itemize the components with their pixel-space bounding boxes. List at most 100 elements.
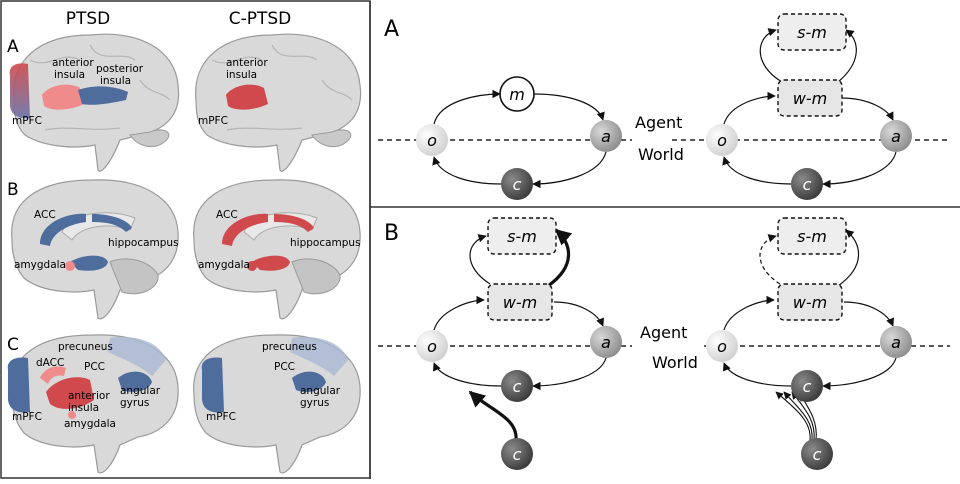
brain-b-ptsd: ACC hippocampus amygdala: [11, 179, 179, 320]
section-a-letter: A: [384, 17, 399, 42]
node-sm: [487, 217, 557, 255]
cerebellum: [129, 129, 170, 148]
precuneus-region: [290, 336, 348, 376]
angular-gyrus-region: [292, 371, 326, 392]
edge-wm-to-a: [840, 97, 894, 121]
node-o: [706, 124, 738, 156]
edge-o-to-wm: [723, 295, 775, 331]
label-amygdala: amygdala: [64, 418, 116, 430]
cerebellum: [311, 129, 352, 148]
brain-b-cptsd: ACC hippocampus amygdala: [193, 179, 361, 320]
anterior-insula-region: [42, 84, 84, 110]
label-hippocampus: hippocampus: [290, 237, 361, 249]
edge-wm-to-a: [553, 301, 604, 327]
acc-region: [40, 213, 86, 246]
node-a: [880, 326, 912, 358]
edge-external-c-2: [783, 391, 813, 441]
row-letter-c: C: [7, 335, 19, 355]
edge-a-to-c: [532, 357, 607, 391]
node-o: [706, 330, 738, 362]
label-anterior: anterior: [226, 57, 268, 69]
edge-o-to-m: [433, 89, 501, 125]
label-insula: insula: [68, 402, 99, 414]
label-insula: insula: [54, 69, 85, 81]
node-c-external-label: c: [513, 445, 522, 464]
label-pcc: PCC: [84, 361, 105, 373]
brain-c-ptsd: precuneus dACC PCC anterior insula angul…: [7, 334, 179, 474]
node-a: [590, 120, 622, 152]
label-precuneus: precuneus: [58, 341, 113, 353]
header-cptsd: C-PTSD: [229, 9, 292, 29]
label-hippocampus: hippocampus: [108, 237, 179, 249]
node-wm: [777, 79, 843, 117]
edge-m-to-a: [533, 93, 605, 121]
node-a-label: a: [601, 127, 611, 146]
node-wm-label: w-m: [793, 293, 827, 312]
label-angular: angular: [120, 385, 161, 397]
label-mpfc: mPFC: [206, 411, 236, 423]
node-sm-label: s-m: [507, 227, 537, 246]
brain-panel: PTSD C-PTSD A B C anterior insula poster…: [0, 0, 371, 479]
mpfc-region: [9, 63, 31, 119]
node-sm: [777, 217, 847, 255]
node-m-label: m: [509, 85, 525, 104]
node-c-external-label: c: [813, 445, 822, 464]
edge-o-to-wm: [723, 91, 776, 125]
edge-external-c-strong: [468, 390, 518, 441]
dacc-region: [40, 366, 66, 384]
section-b-letter: B: [384, 221, 399, 246]
header-ptsd: PTSD: [66, 9, 111, 29]
hippocampus-region: [70, 255, 108, 271]
label-world: World: [652, 353, 698, 372]
node-c: [501, 370, 533, 402]
label-agent: Agent: [635, 113, 682, 132]
node-o: [416, 124, 448, 156]
node-o-label: o: [717, 337, 727, 356]
label-acc: ACC: [216, 209, 238, 221]
sulci: [211, 44, 353, 131]
label-posterior: posterior: [96, 63, 144, 75]
mpfc-region: [7, 357, 30, 413]
row-letter-a: A: [7, 37, 19, 57]
sulci: [29, 44, 171, 131]
node-c-label: c: [513, 175, 522, 194]
edge-c-to-o: [432, 362, 502, 387]
label-precuneus: precuneus: [262, 341, 317, 353]
node-c: [791, 370, 823, 402]
node-a-label: a: [891, 127, 901, 146]
acc-region-2: [92, 214, 132, 232]
label-world: World: [638, 145, 684, 164]
node-o-label: o: [717, 131, 727, 150]
acc-region: [222, 213, 268, 246]
mpfc-region: [201, 357, 224, 413]
precuneus-region: [108, 336, 166, 376]
node-c-external: [801, 438, 833, 470]
hippocampus-region: [252, 255, 290, 271]
label-gyrus: gyrus: [300, 397, 329, 409]
label-amygdala: amygdala: [198, 259, 250, 271]
node-a: [880, 120, 912, 152]
edge-wm-to-sm-dashed: [759, 234, 781, 285]
brain-a-cptsd: anterior insula mPFC: [195, 33, 362, 172]
node-c: [501, 168, 533, 200]
label-mpfc: mPFC: [12, 411, 42, 423]
node-wm-label: w-m: [503, 293, 537, 312]
node-c: [791, 168, 823, 200]
brain-outline: [193, 334, 361, 474]
model-panel: A Agent World o m a c: [369, 1, 960, 479]
label-mpfc: mPFC: [198, 115, 228, 127]
label-insula: insula: [226, 69, 257, 81]
row-letter-b: B: [7, 180, 19, 200]
node-sm-label: s-m: [797, 227, 827, 246]
label-angular: angular: [300, 385, 341, 397]
label-anterior: anterior: [52, 57, 94, 69]
edge-wm-to-sm: [837, 229, 860, 287]
edge-wm-to-a: [843, 301, 894, 327]
node-wm-label: w-m: [793, 89, 827, 108]
node-wm: [777, 283, 843, 321]
node-sm-label: s-m: [797, 23, 827, 42]
brain-c-cptsd: precuneus PCC angular gyrus mPFC: [193, 334, 361, 474]
label-anterior: anterior: [68, 390, 110, 402]
